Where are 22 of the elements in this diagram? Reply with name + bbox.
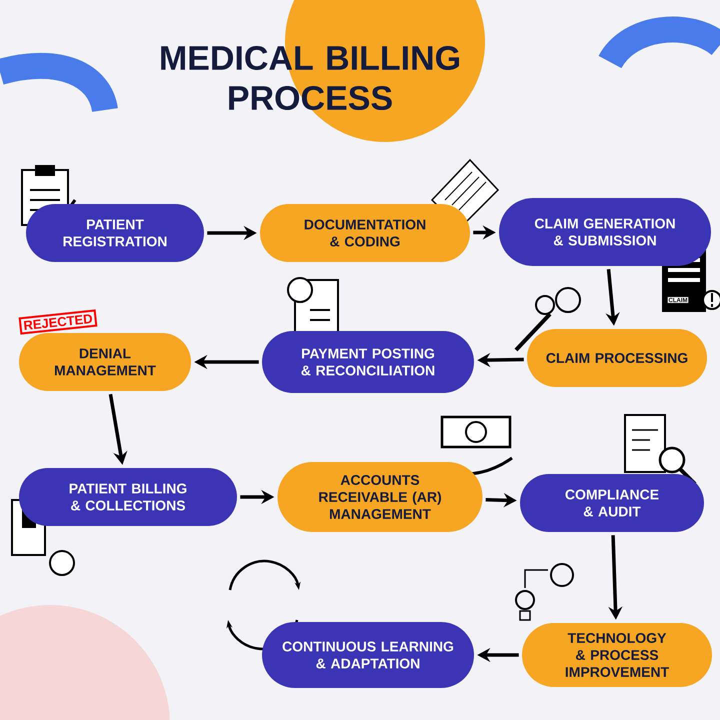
- node-text: DOCUMENTATION & CODING: [304, 220, 426, 246]
- process-pill: [260, 204, 470, 262]
- node-text: PATIENT REGISTRATION: [64, 220, 166, 246]
- node-text: TECHNOLOGY & PROCESS IMPROVEMENT: [566, 633, 669, 677]
- process-pill: [262, 622, 474, 688]
- process-pill: [262, 331, 474, 393]
- node-text: DENIAL MANAGEMENT: [55, 348, 156, 376]
- process-pill: [278, 462, 482, 532]
- node-text: CONTINUOUS LEARNING & ADAPTATION: [282, 642, 454, 668]
- node-text: ACCOUNTS RECEIVABLE (AR) MANAGEMENT: [319, 475, 441, 519]
- process-pill: [19, 333, 191, 391]
- process-pill: [499, 198, 711, 266]
- node-text: PAYMENT POSTING & RECONCILIATION: [301, 348, 434, 376]
- node-text: PATIENT BILLING & COLLECTIONS: [70, 484, 186, 510]
- node-text: CLAIM PROCESSING: [546, 353, 688, 363]
- process-pill: [520, 474, 704, 532]
- process-pill: [26, 204, 204, 262]
- process-pill: [19, 468, 237, 526]
- process-pill: [527, 329, 707, 387]
- process-pill: [522, 623, 712, 687]
- node-text: COMPLIANCE & AUDIT: [566, 490, 659, 516]
- node-text: CLAIM GENERATION & SUBMISSION: [534, 218, 675, 246]
